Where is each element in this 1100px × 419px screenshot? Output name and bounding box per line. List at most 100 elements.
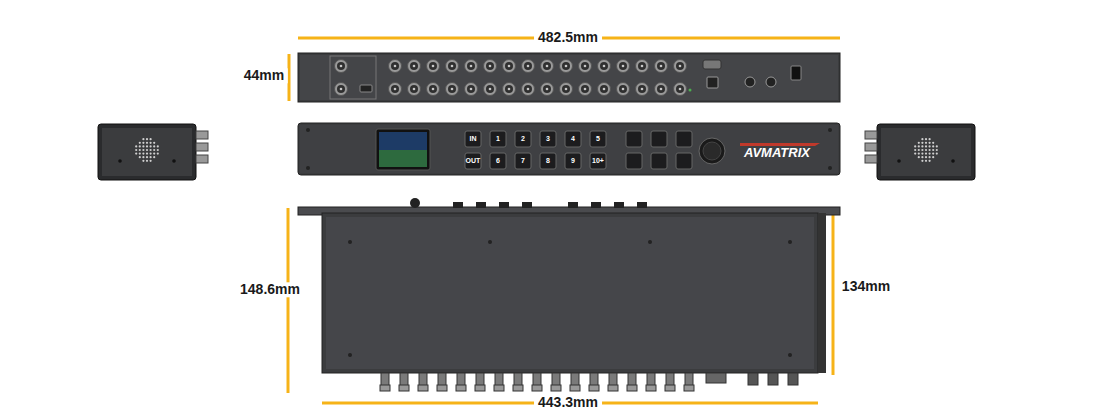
vent-grille [936,153,938,155]
bnc-connector [505,85,513,93]
top-view-bnc [456,385,466,391]
bnc-connector [660,65,663,68]
bnc-connector [617,60,630,73]
vent-grille [142,153,144,155]
panel-button [565,153,581,169]
bnc-connector [465,60,478,73]
bnc-connector [560,60,573,73]
vent-grille [932,145,934,147]
function-button [651,131,667,147]
top-view-bnc [418,385,428,391]
hdmi-port [360,85,372,92]
vent-grille [150,153,152,155]
bnc-connector [391,62,399,70]
side-screw [951,159,955,163]
vent-grille [921,156,923,158]
bnc-connector [541,83,554,96]
bnc-connector [565,65,568,68]
top-view-bnc [627,385,637,391]
vent-grille [918,145,920,147]
status-led [689,89,692,92]
top-view-button [453,202,463,208]
side-bnc [196,131,208,139]
bnc-connector [546,65,549,68]
button-label: OUT [466,157,481,165]
bnc-connector [565,88,568,91]
vent-grille [929,145,931,147]
side-view [98,124,196,180]
bnc-connector [446,83,459,96]
vent-grille [921,142,923,144]
side-bnc [196,143,208,151]
vent-grille [146,142,148,144]
vent-grille [142,138,144,140]
vent-grille [150,149,152,151]
vent-grille [157,145,159,147]
top-view-bnc [494,385,504,391]
bnc-connector [429,85,437,93]
top-view-port [706,373,726,383]
top-view-bnc [570,385,580,391]
chassis-screw [788,240,792,244]
button-label: 8 [546,157,550,165]
bnc-connector [638,62,646,70]
top-view-chassis [322,213,818,373]
bnc-connector [598,60,611,73]
bnc-connector [432,65,435,68]
top-view-button [476,202,486,208]
top-view-button [522,202,532,208]
vent-grille [918,153,920,155]
top-view-bnc [665,385,675,391]
bnc-connector [486,62,494,70]
dimension-label: 443.3mm [534,395,602,410]
top-view-button [568,202,578,208]
vent-grille [918,149,920,151]
bnc-connector [413,65,416,68]
vent-grille [925,156,927,158]
vent-grille [929,149,931,151]
rs422-port [703,60,721,69]
power-jack [766,77,776,87]
vent-grille [929,156,931,158]
vent-grille [929,138,931,140]
dimension-label: 44mm [240,68,288,83]
bnc-connector [543,62,551,70]
vent-grille [925,142,927,144]
vent-grille [150,138,152,140]
bnc-connector [489,88,492,91]
vent-grille [142,145,144,147]
side-screw [118,159,122,163]
bnc-connector [560,83,573,96]
vent-grille [925,160,927,162]
control-knob [699,138,725,164]
vent-grille [914,153,916,155]
vent-grille [153,142,155,144]
bnc-connector [679,88,682,91]
bnc-connector [389,60,402,73]
vent-grille [914,149,916,151]
bnc-connector [543,85,551,93]
rear-panel-section [330,56,376,99]
panel-button [590,131,606,147]
chassis-screw [788,353,792,357]
side-bnc [865,143,877,151]
bnc-connector [337,85,345,93]
bnc-connector [622,65,625,68]
top-view-bnc [399,385,409,391]
vent-grille [932,153,934,155]
vent-grille [921,149,923,151]
lan-port [707,77,718,88]
bnc-connector [641,88,644,91]
bnc-connector [619,85,627,93]
bnc-connector [619,62,627,70]
bnc-connector [674,60,687,73]
vent-grille [929,142,931,144]
vent-grille [157,153,159,155]
vent-grille [925,145,927,147]
vent-grille [135,153,137,155]
power-jack [745,77,755,87]
vent-grille [925,138,927,140]
bnc-connector [451,88,454,91]
panel-button [465,131,481,147]
